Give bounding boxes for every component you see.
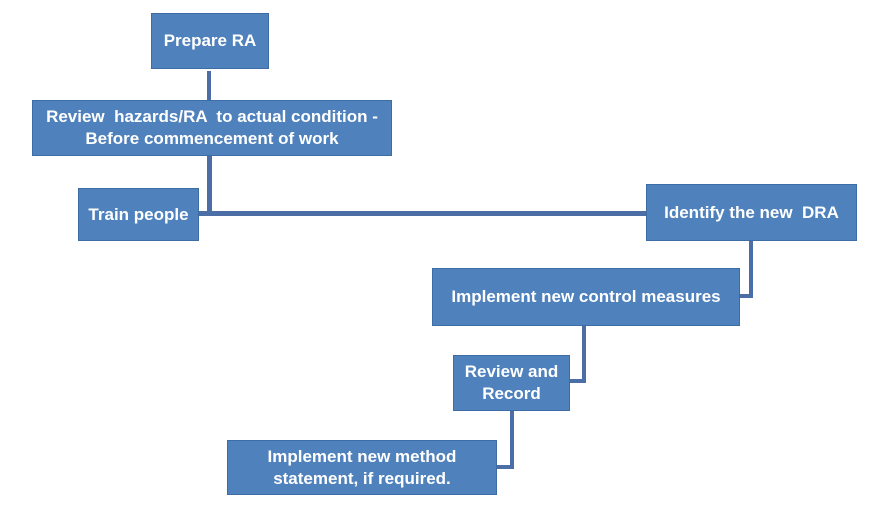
node-implement-method: Implement new method statement, if requi…	[227, 440, 497, 495]
node-label: Record	[482, 384, 541, 403]
node-review-record: Review and Record	[453, 355, 570, 411]
node-label: Prepare RA	[163, 31, 257, 51]
node-label: Identify the new DRA	[664, 202, 839, 222]
node-review-hazards: Review hazards/RA to actual condition - …	[32, 100, 392, 156]
node-label: Before commencement of work	[85, 129, 339, 148]
node-prepare-ra: Prepare RA	[151, 13, 269, 69]
connector-dra-to-control-horizontal	[740, 294, 753, 298]
connector-review-drop	[207, 156, 212, 216]
connector-train-to-dra-horizontal	[198, 211, 647, 216]
node-train-people: Train people	[78, 188, 199, 241]
connector-prepare-to-review	[207, 71, 211, 100]
node-implement-control: Implement new control measures	[432, 268, 740, 326]
node-label: Implement new control measures	[451, 287, 721, 307]
node-label: Implement new method	[267, 446, 457, 466]
connector-record-to-method-horizontal	[497, 465, 514, 469]
node-identify-dra: Identify the new DRA	[646, 184, 857, 241]
node-label: Review and	[464, 362, 559, 382]
node-label: Review hazards/RA to actual condition -	[46, 107, 378, 127]
node-label: Train people	[88, 204, 189, 224]
connector-control-to-record-horizontal	[570, 379, 586, 383]
connector-control-to-record-vertical	[582, 326, 586, 383]
connector-dra-to-control-vertical	[749, 241, 753, 298]
node-label: statement, if required.	[273, 468, 451, 488]
connector-record-to-method-vertical	[510, 411, 514, 469]
